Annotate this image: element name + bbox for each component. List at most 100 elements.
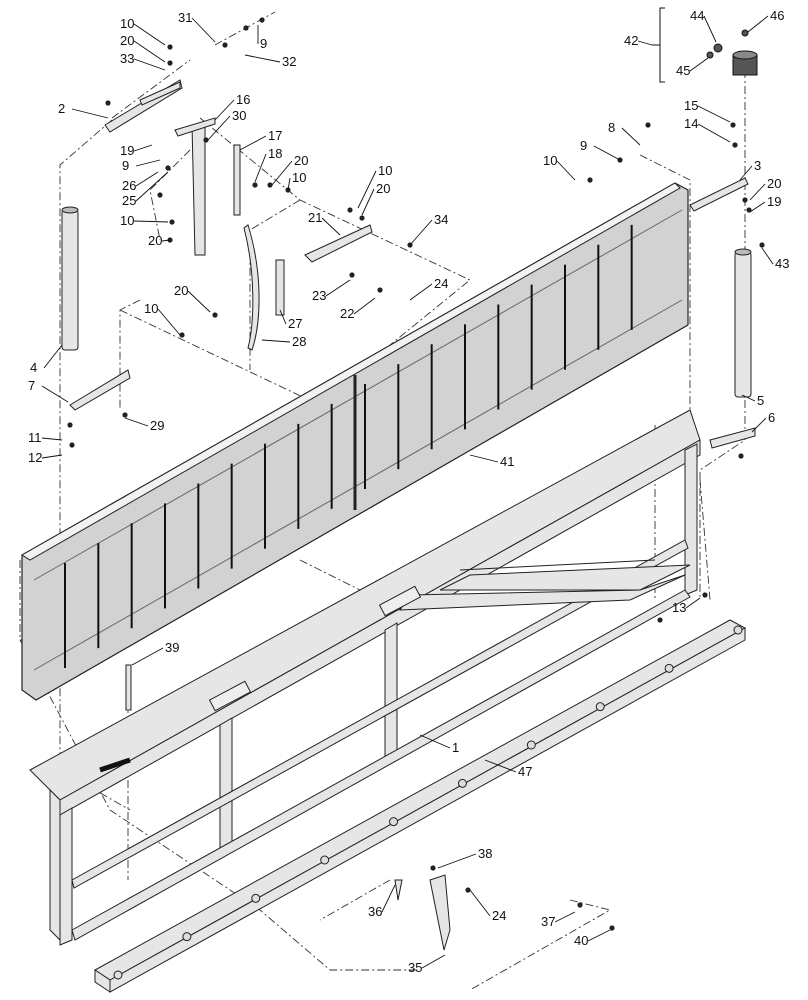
- callout-31: 31: [178, 10, 192, 25]
- leader-line: [637, 40, 653, 46]
- rail-bolts: [113, 625, 743, 980]
- callout-11: 11: [28, 430, 42, 445]
- leader-line: [161, 239, 171, 242]
- leader-line: [133, 23, 166, 46]
- callout-10: 10: [543, 153, 557, 168]
- group-bracket-42: [652, 7, 665, 83]
- fastener: [167, 44, 173, 50]
- leader-line: [587, 929, 611, 942]
- fastener: [252, 182, 258, 188]
- fastener: [732, 142, 738, 148]
- callout-10: 10: [120, 16, 134, 31]
- upright-bars: [174, 117, 756, 449]
- plate-16: [174, 117, 216, 137]
- leader-line: [469, 454, 499, 463]
- bottom-rail: [94, 619, 747, 993]
- bracket-6: [709, 427, 756, 449]
- fastener: [259, 17, 265, 23]
- leader-line: [325, 279, 351, 297]
- pad-27: [275, 259, 285, 316]
- leader-line: [71, 108, 109, 119]
- side-panel-slats: [64, 224, 633, 669]
- leader-line: [357, 170, 377, 209]
- leader-line: [593, 145, 621, 161]
- fastener: [222, 42, 228, 48]
- fastener: [359, 215, 365, 221]
- callout-34: 34: [434, 212, 448, 227]
- callout-19: 19: [120, 143, 134, 158]
- callout-16: 16: [236, 92, 250, 107]
- plate-33: [139, 81, 181, 106]
- callout-25: 25: [122, 193, 136, 208]
- callout-26: 26: [122, 178, 136, 193]
- callout-20: 20: [148, 233, 162, 248]
- left-post: [61, 79, 183, 411]
- leader-line: [41, 437, 63, 441]
- nut-44: [713, 43, 723, 53]
- leader-line: [749, 201, 766, 213]
- post-5: [734, 251, 752, 398]
- callout-2: 2: [58, 101, 65, 116]
- leader-line: [41, 454, 63, 459]
- callout-19: 19: [767, 194, 781, 209]
- leader-line: [157, 308, 181, 336]
- callout-1: 1: [452, 740, 459, 755]
- rail-bolt: [320, 855, 330, 865]
- leader-line: [697, 105, 731, 123]
- leader-line: [133, 58, 166, 71]
- leader-line: [419, 734, 451, 749]
- rail-bolt: [113, 970, 123, 980]
- leader-line: [761, 247, 774, 265]
- fastener: [165, 165, 171, 171]
- leader-line: [287, 177, 291, 191]
- leader-line: [556, 160, 576, 181]
- leader-line: [697, 123, 731, 143]
- fastener: [105, 100, 111, 106]
- leader-line: [41, 385, 69, 403]
- leader-line: [621, 127, 641, 146]
- callout-41: 41: [500, 454, 514, 469]
- callout-39: 39: [165, 640, 179, 655]
- callout-8: 8: [608, 120, 615, 135]
- fastener: [69, 442, 75, 448]
- leader-line: [131, 647, 164, 666]
- fastener: [377, 287, 383, 293]
- callout-42: 42: [624, 33, 638, 48]
- leader-lines: [41, 15, 774, 969]
- callout-43: 43: [775, 256, 789, 271]
- callout-9: 9: [580, 138, 587, 153]
- fastener: [702, 592, 708, 598]
- callout-12: 12: [28, 450, 42, 465]
- callout-6: 6: [768, 410, 775, 425]
- lower-brackets: [125, 664, 451, 951]
- callout-22: 22: [340, 306, 354, 321]
- callout-5: 5: [757, 393, 764, 408]
- leader-line: [437, 853, 477, 869]
- leader-line: [353, 297, 376, 315]
- leader-line: [321, 217, 341, 236]
- leader-line: [135, 171, 169, 202]
- leader-line: [133, 40, 166, 63]
- fastener: [742, 197, 748, 203]
- callout-37: 37: [541, 914, 555, 929]
- fastener: [759, 242, 765, 248]
- leader-line: [703, 15, 717, 43]
- callout-20: 20: [120, 33, 134, 48]
- callout-44: 44: [690, 8, 704, 23]
- side-panel-assembly: [21, 182, 689, 701]
- callout-27: 27: [288, 316, 302, 331]
- fastener: [67, 422, 73, 428]
- fastener: [179, 332, 185, 338]
- fastener: [349, 272, 355, 278]
- rail-bolt: [389, 817, 399, 827]
- bar-16: [191, 124, 206, 256]
- callout-10: 10: [292, 170, 306, 185]
- callout-13: 13: [672, 600, 686, 615]
- rail-bolt: [595, 702, 605, 712]
- bolt-39: [125, 664, 132, 711]
- cap-46: [741, 29, 749, 37]
- callout-28: 28: [292, 334, 306, 349]
- leader-line: [135, 159, 161, 167]
- fastener: [267, 182, 273, 188]
- rail-bolt: [664, 663, 674, 673]
